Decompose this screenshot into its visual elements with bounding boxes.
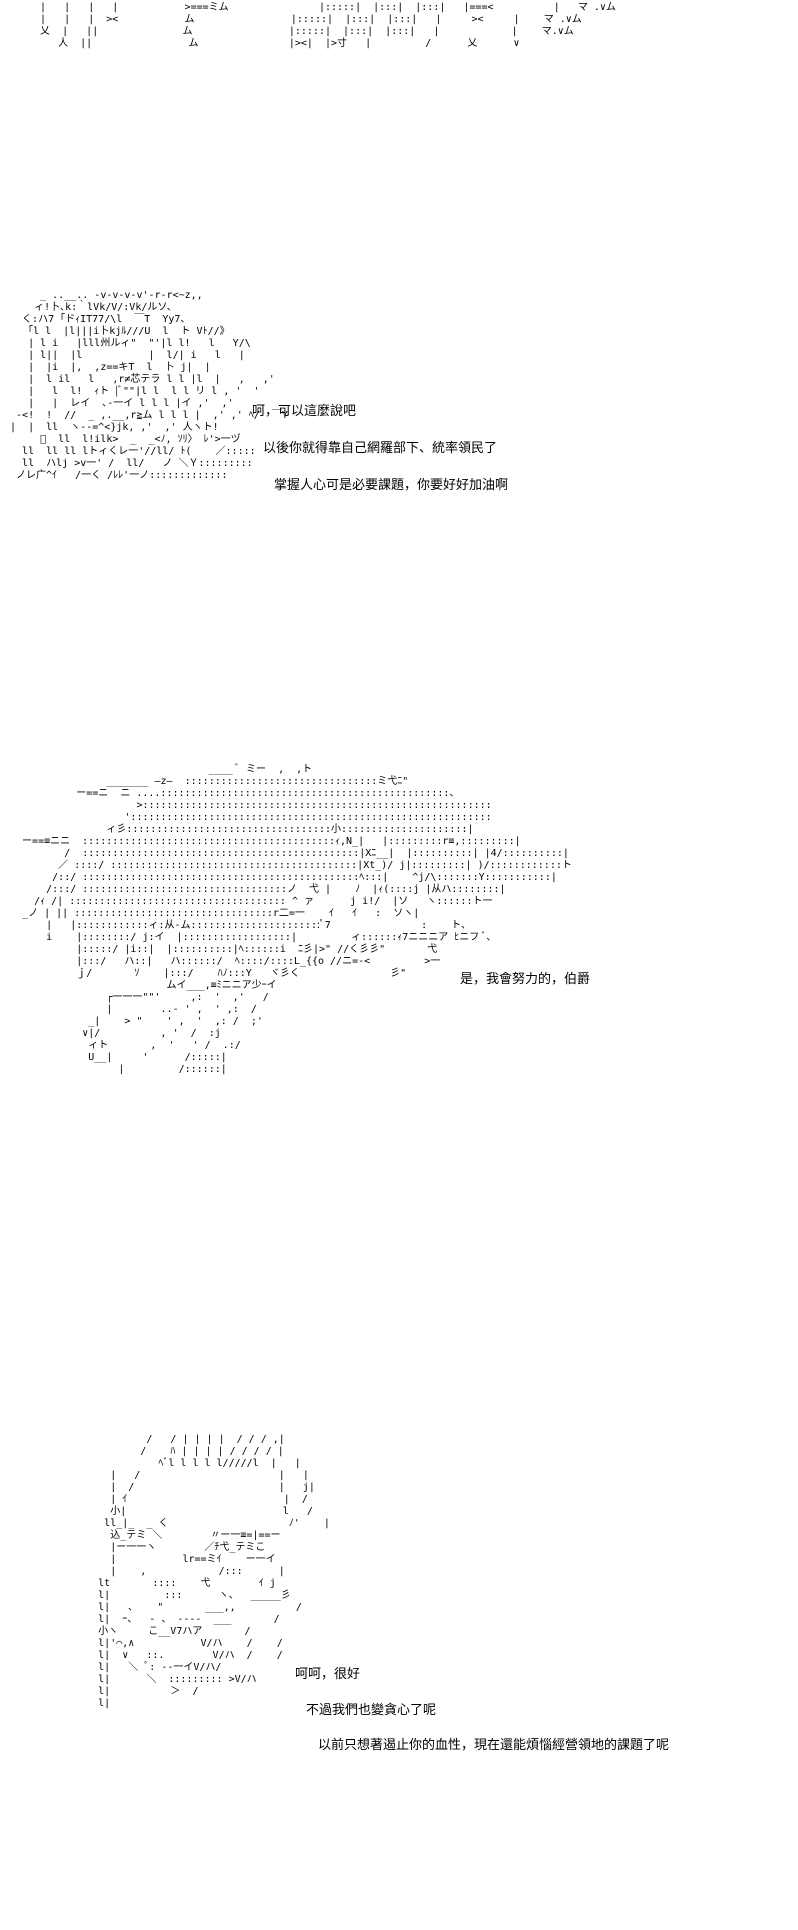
ascii-art-character: _ ..__.. -v-v-v-v'-r-r<~z,, ィ!卜､k:｀lVk/V… (10, 290, 288, 481)
dialogue-line-3: 以前只想著遏止你的血性，現在還能煩惱經營領地的課題了呢 (318, 1738, 670, 1753)
dialogue-line-1: 是，我會努力的，伯爵 (460, 972, 591, 987)
dialogue-line-2: 以後你就得靠自己網羅部下、統率領民了 (263, 441, 498, 456)
scene-2: _ ..__.. -v-v-v-v'-r-r<~z,, ィ!卜､k:｀lVk/V… (0, 280, 798, 580)
ascii-art-character: / / | | | | / / / ,| / ﾊ | | | | / / / /… (98, 1434, 330, 1709)
scene-4: / / | | | | / / / ,| / ﾊ | | | | / / / /… (0, 1420, 798, 1860)
dialogue-line-2: 不過我們也變貪心了呢 (306, 1703, 437, 1718)
scene-1: | | | | >===ミム |:::::| |:::| |:::| |===<… (0, 0, 798, 110)
dialogue-line-1: 呵，可以這麼說吧 (252, 404, 357, 419)
ascii-art-figures: | | | | >===ミム |:::::| |:::| |:::| |===<… (40, 2, 616, 49)
scene-3: ____ ﾞ ミー , ,ト _______ ―z― :::::::::::::… (0, 760, 798, 1240)
dialogue-line-1: 呵呵，很好 (295, 1667, 361, 1682)
dialogue-line-3: 掌握人心可是必要課題，你要好好加油啊 (274, 478, 509, 493)
ascii-art-character: ____ ﾞ ミー , ,ト _______ ―z― :::::::::::::… (22, 764, 572, 1075)
